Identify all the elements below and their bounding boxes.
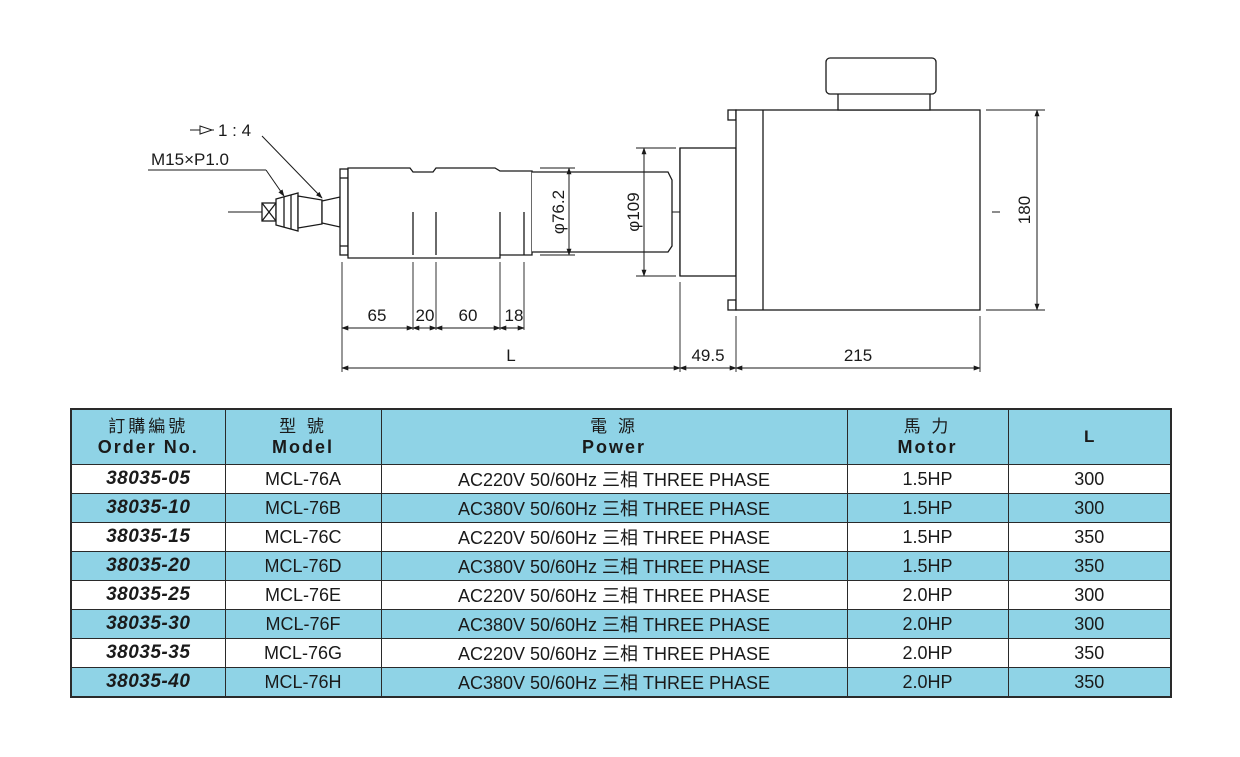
- dim-20: 20: [416, 306, 435, 325]
- taper-label: 1 : 4: [218, 121, 251, 140]
- cell-order-no: 38035-20: [70, 551, 226, 581]
- cell-order-no: 38035-35: [70, 638, 226, 668]
- cell-power: AC220V 50/60Hz 三相 THREE PHASE: [380, 638, 848, 668]
- cell-l: 350: [1007, 551, 1172, 581]
- cell-model: MCL-76D: [224, 551, 382, 581]
- cell-model: MCL-76G: [224, 638, 382, 668]
- dim-motor-height: 180: [1015, 196, 1034, 224]
- dim-flange-dia: φ109: [624, 192, 643, 231]
- table-header-row: 訂購編號 Order No. 型 號 Model 電 源 Power 馬 力 M…: [70, 408, 1172, 465]
- spindle-flange: [679, 109, 737, 311]
- cell-order-no: 38035-30: [70, 609, 226, 639]
- cell-power: AC220V 50/60Hz 三相 THREE PHASE: [380, 464, 848, 494]
- thread-label: M15×P1.0: [151, 150, 229, 169]
- header-motor: 馬 力 Motor: [846, 408, 1009, 465]
- cell-l: 350: [1007, 638, 1172, 668]
- cell-model: MCL-76F: [224, 609, 382, 639]
- cell-motor: 2.0HP: [846, 667, 1009, 698]
- cell-motor: 1.5HP: [846, 464, 1009, 494]
- cell-motor: 2.0HP: [846, 638, 1009, 668]
- cell-l: 300: [1007, 580, 1172, 610]
- header-power: 電 源 Power: [380, 408, 848, 465]
- dim-60: 60: [459, 306, 478, 325]
- collet-nut: [261, 192, 341, 232]
- cell-motor: 1.5HP: [846, 522, 1009, 552]
- cell-model: MCL-76C: [224, 522, 382, 552]
- cell-power: AC380V 50/60Hz 三相 THREE PHASE: [380, 493, 848, 523]
- header-model: 型 號 Model: [224, 408, 382, 465]
- motor-housing: [735, 57, 981, 311]
- dim-spindle-dia: φ76.2: [549, 190, 568, 234]
- cell-power: AC380V 50/60Hz 三相 THREE PHASE: [380, 667, 848, 698]
- dim-18: 18: [505, 306, 524, 325]
- dim-flange: 49.5: [691, 346, 724, 365]
- cell-order-no: 38035-25: [70, 580, 226, 610]
- header-l: L: [1007, 408, 1172, 465]
- cell-power: AC380V 50/60Hz 三相 THREE PHASE: [380, 609, 848, 639]
- cell-power: AC220V 50/60Hz 三相 THREE PHASE: [380, 580, 848, 610]
- cell-model: MCL-76H: [224, 667, 382, 698]
- cell-motor: 2.0HP: [846, 609, 1009, 639]
- cell-power: AC380V 50/60Hz 三相 THREE PHASE: [380, 551, 848, 581]
- dim-motor-length: 215: [844, 346, 872, 365]
- cell-order-no: 38035-05: [70, 464, 226, 494]
- header-order-no: 訂購編號 Order No.: [70, 408, 226, 465]
- cell-order-no: 38035-15: [70, 522, 226, 552]
- junction-box: [825, 57, 937, 95]
- taper-symbol-icon: [190, 125, 214, 135]
- spindle-motor-drawing: 1 : 4 M15×P1.0 65 20 60 18 L 49.5 215 φ7…: [148, 57, 1045, 372]
- dim-65: 65: [368, 306, 387, 325]
- cell-l: 300: [1007, 464, 1172, 494]
- cell-model: MCL-76B: [224, 493, 382, 523]
- cell-motor: 2.0HP: [846, 580, 1009, 610]
- cell-l: 350: [1007, 522, 1172, 552]
- cell-power: AC220V 50/60Hz 三相 THREE PHASE: [380, 522, 848, 552]
- cell-model: MCL-76A: [224, 464, 382, 494]
- cell-order-no: 38035-10: [70, 493, 226, 523]
- cell-l: 350: [1007, 667, 1172, 698]
- dim-length: L: [506, 346, 515, 365]
- cell-l: 300: [1007, 493, 1172, 523]
- spec-table: 訂購編號 Order No. 型 號 Model 電 源 Power 馬 力 M…: [70, 408, 1172, 698]
- cell-order-no: 38035-40: [70, 667, 226, 698]
- cell-l: 300: [1007, 609, 1172, 639]
- cell-model: MCL-76E: [224, 580, 382, 610]
- cell-motor: 1.5HP: [846, 551, 1009, 581]
- cell-motor: 1.5HP: [846, 493, 1009, 523]
